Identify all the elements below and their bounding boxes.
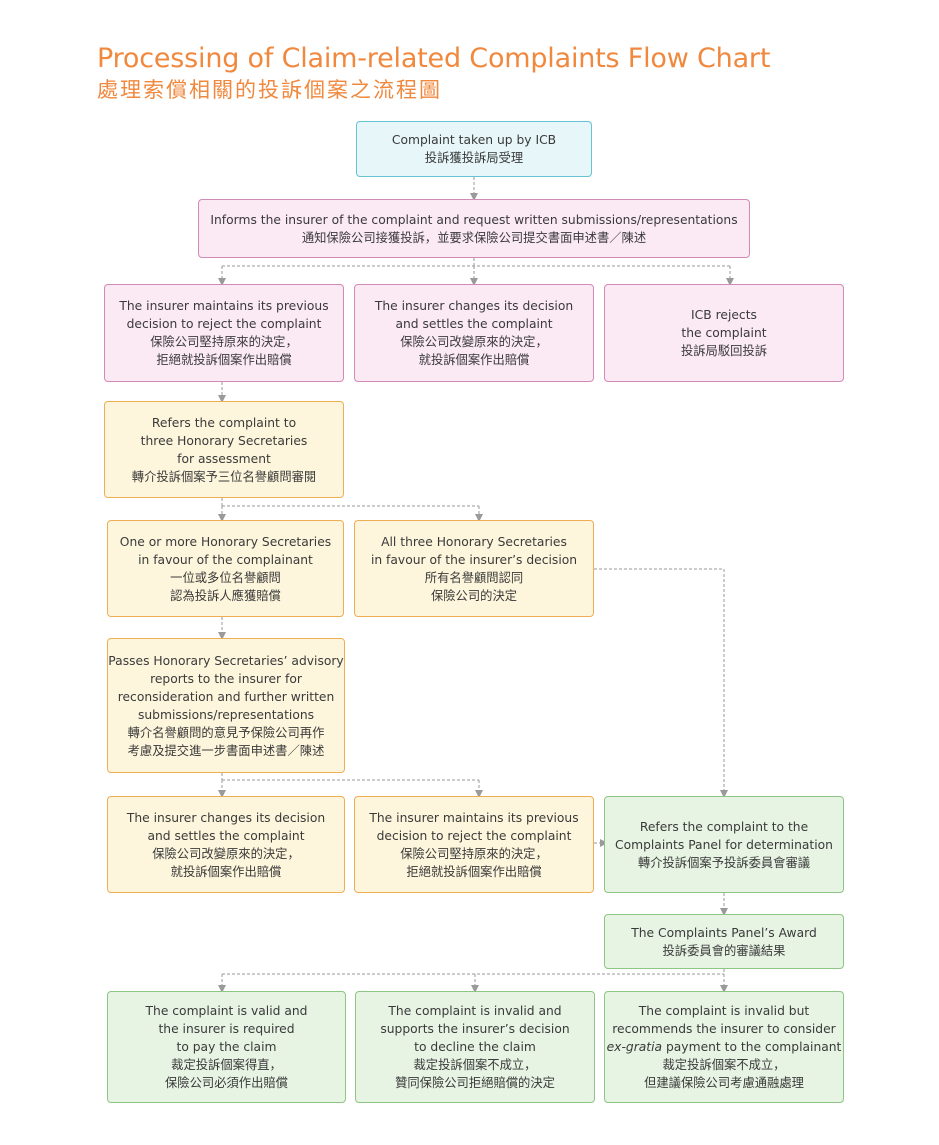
box-line-mixed: ex-gratia payment to the complainant [607,1038,842,1056]
box-line: reconsideration and further written [117,689,335,704]
box-line: to decline the claim [414,1040,536,1054]
box-line: 裁定投訴個案得直， [171,1058,282,1072]
box-one-or-more-secretaries: One or more Honorary Secretaries in favo… [107,520,344,617]
box-complaint-valid: The complaint is valid and the insurer i… [107,991,346,1103]
box-line: in favour of the complainant [138,552,313,567]
box-line: three Honorary Secretaries [140,433,308,448]
box-line: Refers the complaint to the [639,819,809,834]
box-insurer-maintains-1: The insurer maintains its previous decis… [104,284,344,382]
box-line: and settles the complaint [147,828,305,843]
box-insurer-changes-2: The insurer changes its decision and set… [107,796,345,893]
box-line: to pay the claim [176,1040,277,1054]
box-line: The insurer changes its decision [126,810,326,825]
box-line: 保險公司改變原來的決定， [400,335,548,349]
box-line: reports to the insurer for [150,671,302,686]
box-line: 保險公司改變原來的決定， [152,846,300,861]
ex-gratia-italic: ex-gratia [606,1040,663,1054]
box-line: The insurer maintains its previous [119,299,329,313]
box-line: The complaint is valid and [145,1004,308,1018]
box-line: supports the insurer’s decision [380,1022,570,1036]
box-line: and settles the complaint [395,317,553,331]
box-complaint-invalid-recommends: The complaint is invalid but recommends … [604,991,844,1103]
box-line: 轉介投訴個案予三位名譽顧問審閱 [131,469,317,484]
box-line: ICB rejects [691,308,757,322]
box-line: 保險公司堅持原來的決定， [150,335,298,349]
box-complaints-panel-award: The Complaints Panel’s Award 投訴委員會的審議結果 [604,914,844,969]
box-line: 就投訴個案作出賠償 [418,353,530,367]
box-line: recommends the insurer to consider [612,1022,836,1036]
box-complaint-taken-up: Complaint taken up by ICB 投訴獲投訴局受理 [356,121,592,177]
box-line: 投訴局駁回投訴 [680,344,768,358]
box-line: submissions/representations [137,707,315,722]
box-icb-rejects: ICB rejects the complaint 投訴局駁回投訴 [604,284,844,382]
chart-title-english: Processing of Claim-related Complaints F… [97,43,771,74]
box-line-rest: payment to the complainant [662,1040,842,1054]
box-line: 但建議保險公司考慮通融處理 [644,1076,804,1090]
box-line: decision to reject the complaint [376,828,572,843]
box-insurer-changes-1: The insurer changes its decision and set… [354,284,594,382]
box-all-three-secretaries: All three Honorary Secretaries in favour… [354,520,594,617]
box-line: 保險公司必須作出賠償 [165,1076,288,1090]
box-line: 認為投訴人應獲賠償 [170,588,281,603]
box-line: 考慮及提交進一步書面申述書／陳述 [127,743,325,758]
box-line: 就投訴個案作出賠償 [170,864,282,879]
box-passes-advisory-reports: Passes Honorary Secretaries’ advisory re… [107,638,345,773]
box-line: 轉介投訴個案予投訴委員會審議 [637,855,811,870]
box-line: for assessment [177,451,271,466]
box-line: 轉介名譽顧問的意見予保險公司再作 [127,725,325,740]
box-line: Informs the insurer of the complaint and… [210,212,738,227]
box-line: 裁定投訴個案不成立， [662,1058,786,1072]
box-line: 拒絕就投訴個案作出賠償 [406,864,542,879]
box-line: The complaint is invalid but [638,1004,810,1018]
box-line: decision to reject the complaint [126,317,322,331]
box-complaint-invalid-supports: The complaint is invalid and supports th… [355,991,595,1103]
box-line: All three Honorary Secretaries [381,534,567,549]
box-line: 一位或多位名譽顧問 [170,570,281,585]
box-line: the insurer is required [158,1022,295,1036]
box-refers-complaints-panel: Refers the complaint to the Complaints P… [604,796,844,893]
box-insurer-maintains-2: The insurer maintains its previous decis… [354,796,594,893]
box-refers-honorary-secretaries: Refers the complaint to three Honorary S… [104,401,344,498]
box-line: One or more Honorary Secretaries [119,534,332,549]
box-line: 保險公司堅持原來的決定， [400,846,548,861]
box-line: The insurer maintains its previous [369,810,579,825]
box-line: The Complaints Panel’s Award [631,925,817,940]
box-informs-insurer: Informs the insurer of the complaint and… [198,199,750,258]
box-line: Refers the complaint to [151,415,297,430]
box-line: 所有名譽顧問認同 [424,570,524,585]
box-line: 保險公司的決定 [430,588,518,603]
box-line: The complaint is invalid and [388,1004,562,1018]
chart-title-chinese: 處理索償相關的投訴個案之流程圖 [97,78,442,102]
box-line: Complaints Panel for determination [615,837,833,852]
box-line: 裁定投訴個案不成立， [413,1058,537,1072]
box-line: 贊同保險公司拒絕賠償的決定 [395,1076,555,1090]
box-line: the complaint [681,326,767,340]
box-line: 投訴委員會的審議結果 [662,943,786,958]
box-line: The insurer changes its decision [374,299,574,313]
box-line: in favour of the insurer’s decision [370,552,578,567]
arrow-allthree-panel [594,568,728,798]
box-line: 拒絕就投訴個案作出賠償 [156,353,292,367]
box-line: 投訴獲投訴局受理 [424,151,524,165]
box-line: Complaint taken up by ICB [391,133,557,147]
box-line: 通知保險公司接獲投訴，並要求保險公司提交書面申述書／陳述 [301,230,647,245]
box-line: Passes Honorary Secretaries’ advisory [108,653,344,668]
